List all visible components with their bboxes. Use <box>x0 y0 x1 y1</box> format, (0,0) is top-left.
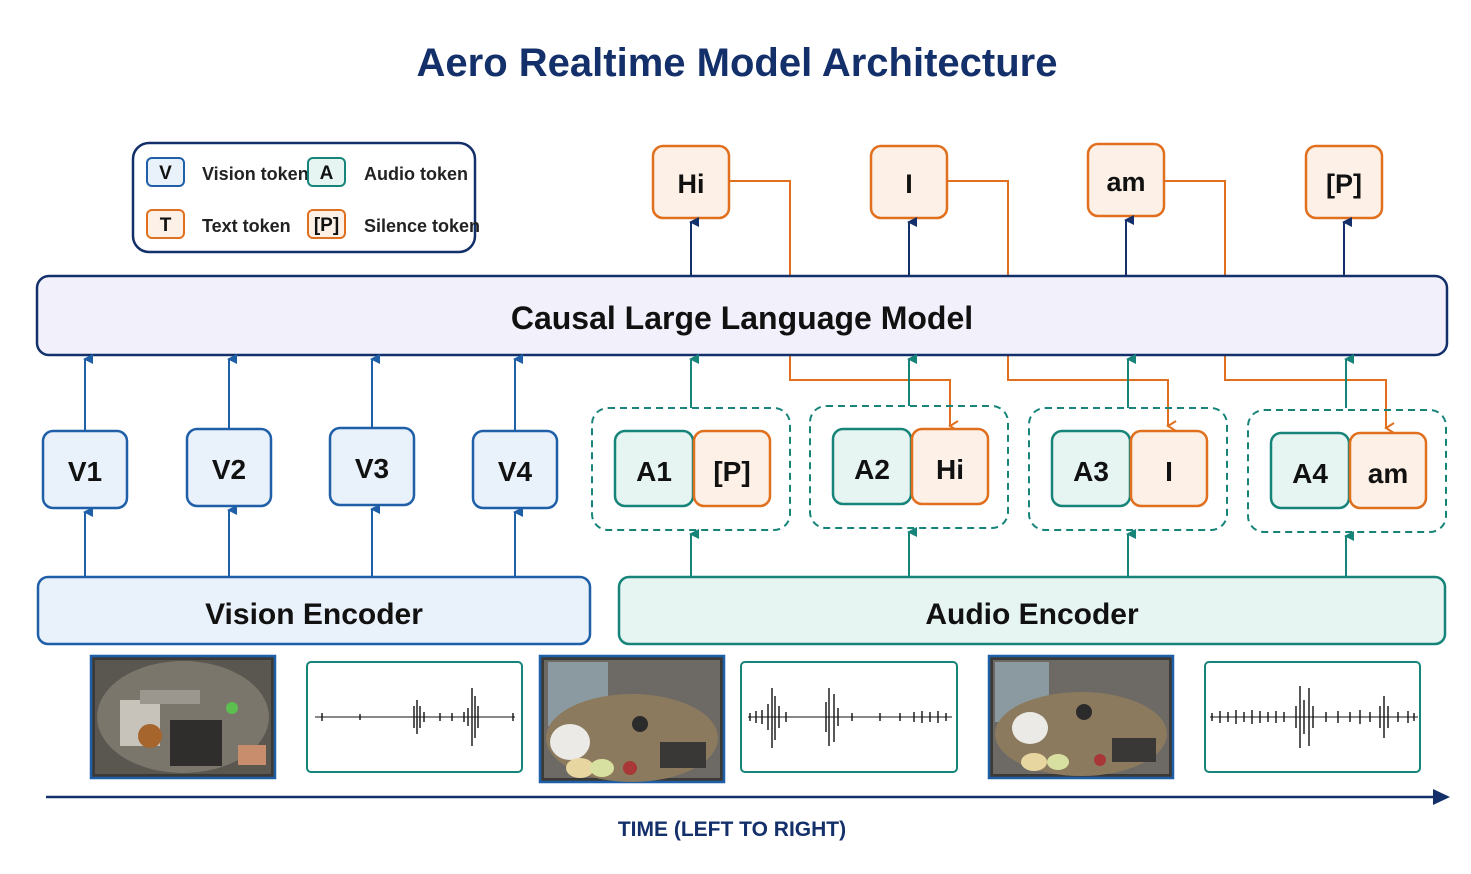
audio-token-3: A3 <box>1073 456 1109 487</box>
llm-block <box>35 274 1449 357</box>
audio-token-4: A4 <box>1292 458 1328 489</box>
vision-token-2: V2 <box>212 454 246 485</box>
video-frame-2 <box>538 654 726 784</box>
audio-waveform-3 <box>1204 661 1421 773</box>
output-token-3: am <box>1106 167 1145 197</box>
legend: V Vision token A Audio token T Text toke… <box>131 141 480 254</box>
legend-silence-label: Silence token <box>364 216 480 236</box>
text-slot-2: Hi <box>936 454 964 485</box>
vision-token-4: V4 <box>498 456 533 487</box>
output-token-2: I <box>905 169 913 199</box>
legend-silence-glyph: [P] <box>314 215 339 236</box>
feedback-lines <box>729 180 1395 434</box>
time-arrow-icon <box>1433 789 1450 805</box>
diagram-title: Aero Realtime Model Architecture <box>417 41 1058 85</box>
audio-encoder-arrows <box>689 527 1354 577</box>
llm-output-arrows <box>689 215 1352 276</box>
vision-token-1: V1 <box>68 456 102 487</box>
audio-token-2: A2 <box>854 454 890 485</box>
video-frame-1 <box>89 654 277 780</box>
time-axis-label: TIME (LEFT TO RIGHT) <box>618 818 846 841</box>
legend-vision-glyph: V <box>159 163 172 184</box>
legend-audio-glyph: A <box>320 163 334 184</box>
legend-audio-label: Audio token <box>364 164 468 184</box>
audio-encoder-label: Audio Encoder <box>925 598 1139 631</box>
legend-text-label: Text token <box>202 216 291 236</box>
vision-encoder-label: Vision Encoder <box>205 598 423 631</box>
vision-encoder-arrows <box>83 504 523 577</box>
vision-encoder-block <box>36 575 592 646</box>
audio-waveform-2 <box>740 661 958 773</box>
output-token-4: [P] <box>1326 169 1362 199</box>
audio-groups: A1 [P] A2 Hi A3 I A4 am <box>591 405 1447 533</box>
text-slot-4: am <box>1368 458 1408 489</box>
time-axis <box>46 789 1450 805</box>
audio-encoder-block <box>617 575 1447 646</box>
text-slot-3: I <box>1165 456 1173 487</box>
video-frame-3 <box>987 654 1175 780</box>
output-tokens: Hi I am [P] <box>651 142 1384 220</box>
legend-vision-label: Vision token <box>202 164 309 184</box>
audio-to-llm-arrows <box>689 354 1354 408</box>
legend-text-glyph: T <box>160 215 172 236</box>
text-slot-1: [P] <box>713 456 750 487</box>
vision-tokens: V1 V2 V3 V4 <box>41 426 559 510</box>
vision-to-llm-arrows <box>83 354 523 431</box>
audio-waveform-1 <box>306 661 523 773</box>
output-token-1: Hi <box>678 169 705 199</box>
vision-token-3: V3 <box>355 453 389 484</box>
audio-token-1: A1 <box>636 456 672 487</box>
llm-label: Causal Large Language Model <box>511 300 973 336</box>
